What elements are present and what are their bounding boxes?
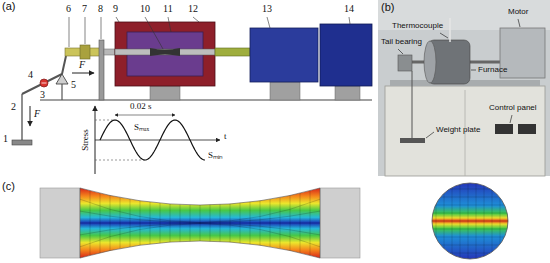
mesh-line <box>430 197 510 198</box>
mesh-line <box>476 181 477 261</box>
specimen-grip <box>320 188 360 258</box>
mesh-line <box>430 245 510 246</box>
mesh-line <box>80 211 320 223</box>
pivot-triangle <box>56 74 68 84</box>
tail-bearing <box>398 55 412 71</box>
panel-label: (a) <box>2 1 15 12</box>
mesh-line <box>436 181 437 261</box>
stress-level: Sₘₐₓ <box>134 123 149 132</box>
callout-number: 6 <box>66 4 71 14</box>
knob-mark <box>42 83 47 84</box>
stress-contour <box>80 188 320 258</box>
weight-plate <box>400 138 425 143</box>
photo-label: Thermocouple <box>392 22 443 30</box>
panel-label: (c) <box>2 181 15 192</box>
mesh-line <box>468 181 469 261</box>
graph-label: Stress <box>81 129 90 151</box>
photo-ground <box>378 0 550 176</box>
support-leg <box>335 86 360 100</box>
adjust-knob <box>40 79 48 87</box>
photo-label: Tail bearing <box>381 38 422 46</box>
base-frame <box>40 99 372 100</box>
bearing-plate <box>99 40 104 100</box>
force-label: F <box>79 60 85 70</box>
support-leg <box>150 86 180 100</box>
callout-number: 1 <box>3 134 8 144</box>
furnace-face <box>424 41 436 83</box>
mesh-line <box>80 224 320 247</box>
callout-number: 7 <box>82 4 87 14</box>
mesh-line <box>430 213 510 214</box>
stress-level: Sₘᵢₙ <box>208 151 223 160</box>
photo-label: Weight plate <box>436 126 480 134</box>
hanger-wire <box>21 94 22 140</box>
drive-shaft <box>215 48 250 56</box>
stress-wave <box>100 120 205 160</box>
force-arrow <box>72 73 94 74</box>
hanger-wire <box>412 71 413 138</box>
photo-wall <box>378 0 550 30</box>
control-panel <box>495 124 513 134</box>
mesh-line <box>430 237 510 238</box>
motor-box <box>320 24 372 86</box>
graph-label: 0.02 s <box>130 102 152 111</box>
specimen-grip <box>40 188 80 258</box>
bearing-housing <box>250 28 318 82</box>
mesh-line <box>500 181 501 261</box>
leader-lines <box>69 17 350 49</box>
callout-number: 2 <box>11 102 16 112</box>
fe-mesh <box>80 186 320 260</box>
period-bracket <box>115 115 175 116</box>
callout-number: 14 <box>344 4 354 14</box>
callout-number: 13 <box>262 4 272 14</box>
callout-number: 4 <box>28 70 33 80</box>
callout-number: 9 <box>113 4 118 14</box>
photo-label: Furnace <box>478 66 507 74</box>
thermocouple <box>449 18 451 42</box>
time-axis <box>95 140 220 141</box>
mesh-line <box>430 229 510 230</box>
mesh-line <box>80 223 320 235</box>
callout-number: 10 <box>140 4 150 14</box>
mesh-line <box>430 253 510 254</box>
rod-collar <box>80 45 90 59</box>
graph-label: t <box>224 132 227 141</box>
fe-mesh <box>430 181 510 261</box>
callout-number: 8 <box>98 4 103 14</box>
pivot-post <box>61 84 62 100</box>
photo-label: Motor <box>508 8 528 16</box>
control-panel <box>518 124 536 134</box>
specimen <box>150 48 180 56</box>
callout-number: 12 <box>188 4 198 14</box>
loading-rod <box>104 49 115 55</box>
force-label: F <box>34 109 40 119</box>
mesh-line <box>460 181 461 261</box>
lever-link <box>62 56 66 74</box>
callout-number: 3 <box>40 90 45 100</box>
furnace-shell <box>115 22 215 86</box>
mesh-line <box>430 189 510 190</box>
support-leg <box>270 82 300 100</box>
callout-number: 5 <box>71 80 76 90</box>
mesh-line <box>80 199 320 222</box>
min-level <box>95 160 145 161</box>
mesh-line <box>430 205 510 206</box>
leader-lines <box>398 19 520 138</box>
photo-label: Control panel <box>489 104 537 112</box>
grip-rod <box>115 49 215 55</box>
callout-number: 11 <box>163 4 173 14</box>
weight-plate <box>12 140 32 145</box>
mesh-line <box>452 181 453 261</box>
mesh-line <box>484 181 485 261</box>
mesh-line <box>430 221 510 222</box>
mesh-line <box>444 181 445 261</box>
panel-label: (b) <box>381 2 394 13</box>
force-arrow <box>30 106 31 126</box>
machine-cabinet <box>385 86 545 176</box>
mesh-line <box>508 181 509 261</box>
mesh-line <box>492 181 493 261</box>
